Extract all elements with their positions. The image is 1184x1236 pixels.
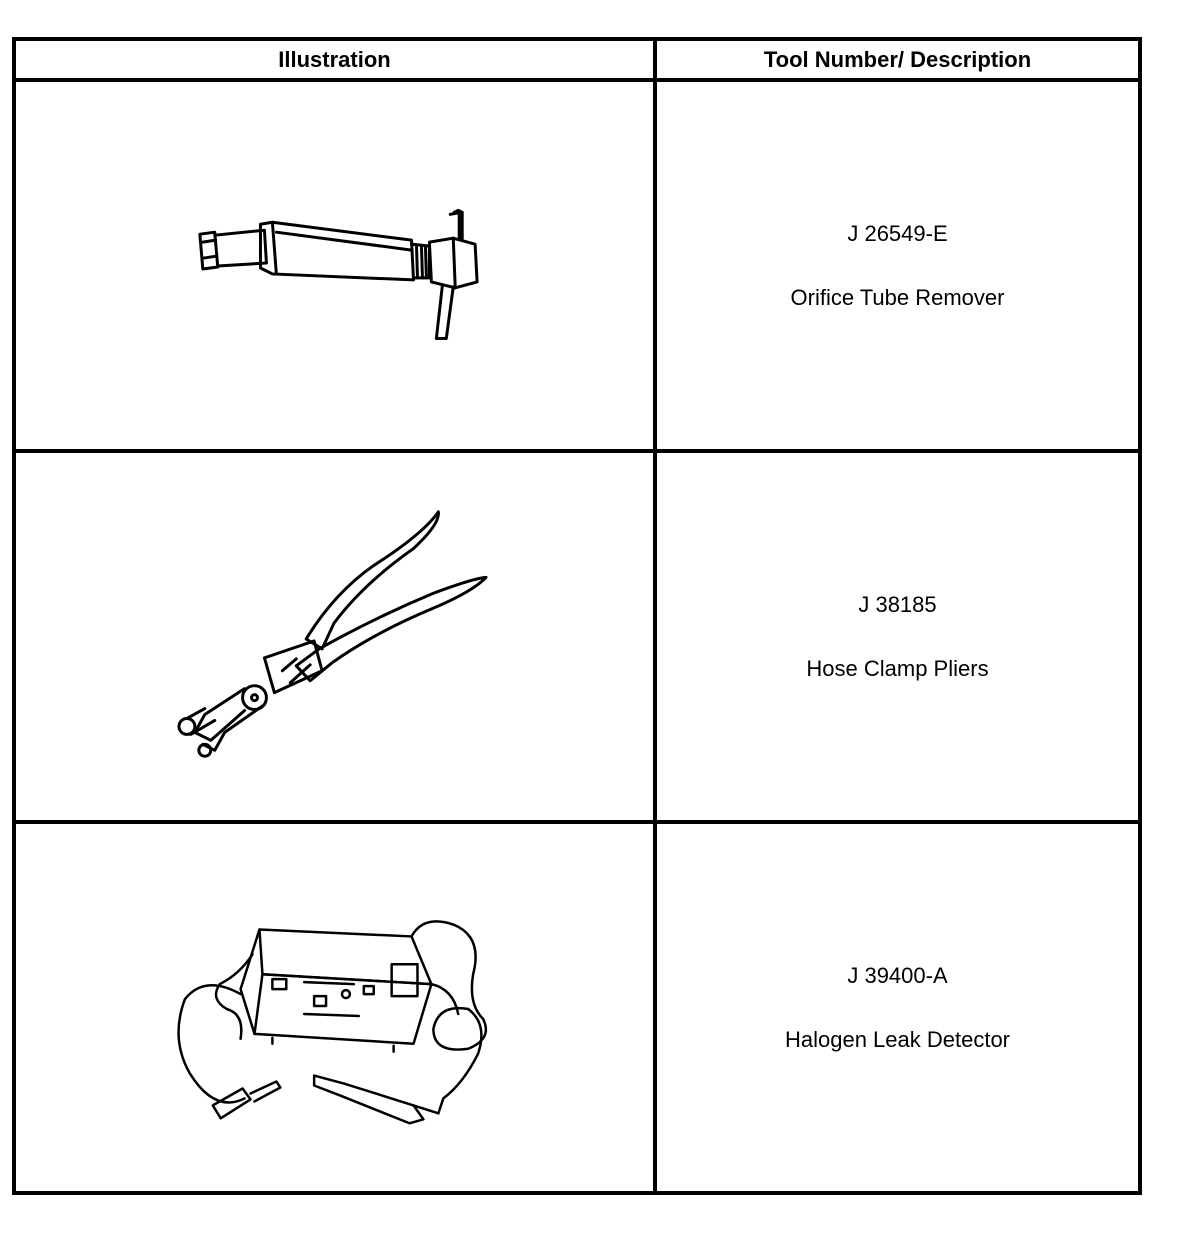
tool-description: Halogen Leak Detector (784, 1026, 1011, 1052)
tool-number: J 38185 (858, 591, 937, 617)
table-row: J 26549-E Orifice Tube Remover (12, 78, 1142, 453)
table-row: J 38185 Hose Clamp Pliers (12, 449, 1142, 824)
table-row: J 39400-A Halogen Leak Detector (12, 820, 1142, 1195)
header-tool-description: Tool Number/ Description (653, 37, 1142, 82)
hose-clamp-pliers-icon (177, 510, 488, 758)
tool-description: Orifice Tube Remover (790, 284, 1005, 310)
illustration-cell (12, 78, 657, 453)
orifice-tube-remover-icon (198, 208, 479, 341)
tool-cell: J 39400-A Halogen Leak Detector (653, 820, 1142, 1195)
tool-description: Hose Clamp Pliers (806, 655, 989, 681)
tool-number: J 26549-E (847, 220, 948, 246)
tool-cell: J 26549-E Orifice Tube Remover (653, 78, 1142, 453)
tool-number: J 39400-A (847, 962, 948, 988)
header-illustration: Illustration (12, 37, 657, 82)
header-row: Illustration Tool Number/ Description (12, 37, 1142, 82)
illustration-cell (12, 449, 657, 824)
tool-cell: J 38185 Hose Clamp Pliers (653, 449, 1142, 824)
halogen-leak-detector-icon (177, 920, 488, 1125)
illustration-cell (12, 820, 657, 1195)
tool-table: Illustration Tool Number/ Description (12, 37, 1142, 1195)
